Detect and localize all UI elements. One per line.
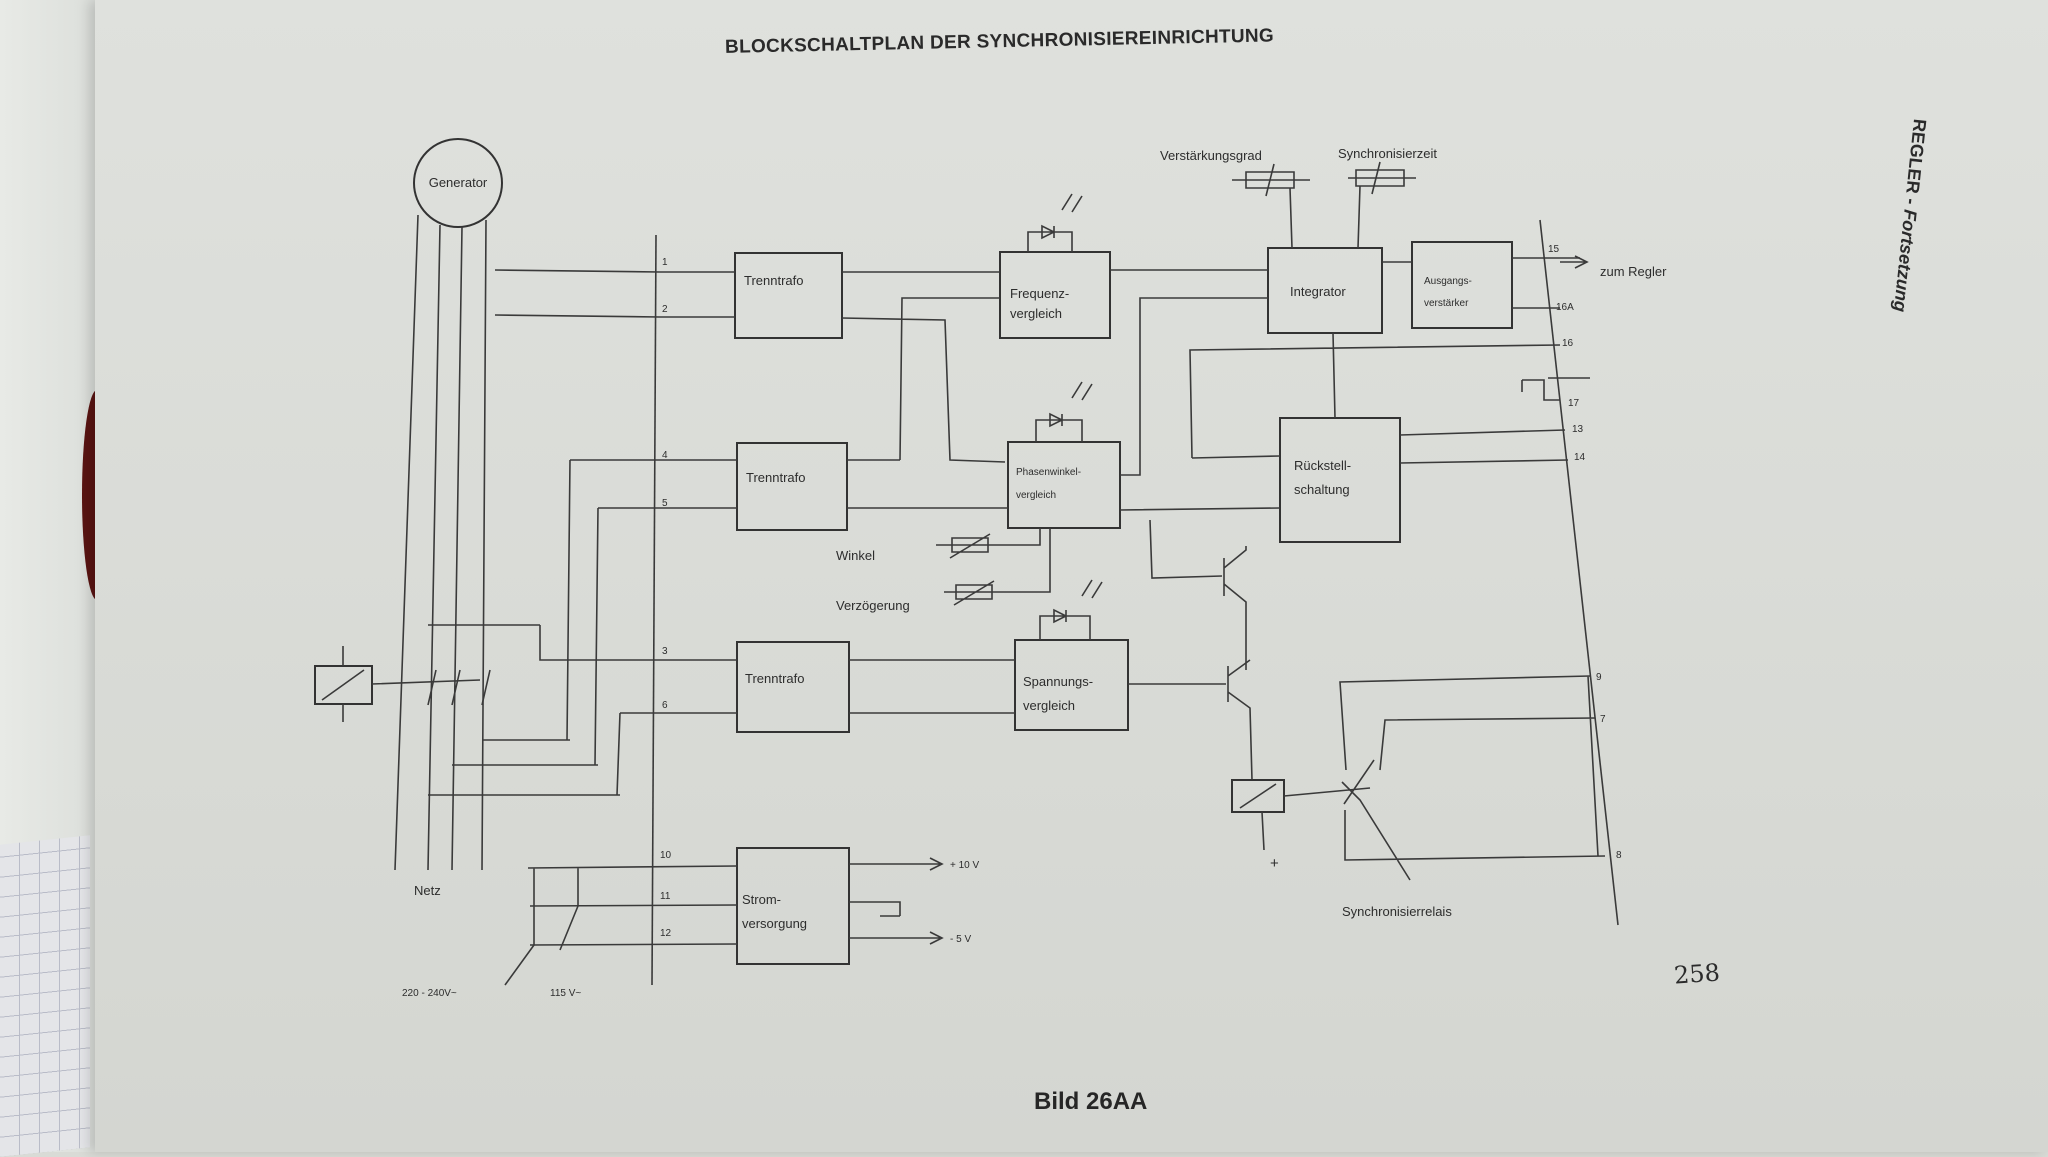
rueckstellschaltung-label-2: schaltung xyxy=(1294,482,1350,497)
plus-10v-label: + 10 V xyxy=(950,860,980,871)
trenntrafo-2-inputs xyxy=(566,459,737,766)
led-phasen xyxy=(1035,381,1093,442)
stromversorgung-label-1: Strom- xyxy=(742,892,781,907)
integrator-label: Integrator xyxy=(1290,284,1346,299)
terminal-10: 10 xyxy=(660,850,672,861)
document-page xyxy=(95,0,2048,1152)
terminal-r16a: 16A xyxy=(1556,302,1574,313)
terminal-r7: 7 xyxy=(1600,714,1606,725)
netz-relay-leads xyxy=(321,646,481,722)
verzoegerung-potentiometer xyxy=(944,528,1051,606)
minus-5v-label: - 5 V xyxy=(950,934,971,945)
supply-arrows xyxy=(504,905,579,986)
ausgangsverstaerker-label-2: verstärker xyxy=(1424,298,1469,309)
right-terminal-rail xyxy=(1539,219,1619,926)
ausgangsverstaerker-label-1: Ausgangs- xyxy=(1424,276,1472,287)
ausgangsverstaerker-block xyxy=(1411,241,1513,329)
trenntrafo-3-label: Trenntrafo xyxy=(745,671,805,686)
relay-contacts xyxy=(1283,675,1606,881)
synchronisierrelais-label: Synchronisierrelais xyxy=(1342,904,1452,919)
frequenzvergleich-block xyxy=(999,251,1111,339)
led-spannung xyxy=(1039,579,1103,640)
terminal-4: 4 xyxy=(662,450,668,461)
relay-coil-lead xyxy=(1239,783,1277,851)
frequenzvergleich-label-1: Frequenz- xyxy=(1010,286,1069,301)
supply-220-label: 220 - 240V~ xyxy=(402,988,457,999)
phasenwinkelvergleich-label-1: Phasenwinkel- xyxy=(1016,467,1081,478)
trenntrafo-1-block xyxy=(734,252,843,339)
generator-phase-lines xyxy=(394,214,487,871)
synchronisierzeit-potentiometer xyxy=(1348,161,1416,249)
terminal-2: 2 xyxy=(662,304,668,315)
netz-label: Netz xyxy=(414,883,441,898)
frequenzvergleich-inputs xyxy=(841,271,1006,463)
zum-regler-label: zum Regler xyxy=(1600,264,1667,279)
transistor-2 xyxy=(1128,659,1253,781)
trenntrafo-3-inputs xyxy=(539,625,737,796)
zum-regler-arrow xyxy=(1560,255,1589,269)
figure-caption: Bild 26AA xyxy=(1034,1088,1148,1115)
rueckstellschaltung-label-1: Rückstell- xyxy=(1294,458,1351,473)
terminal-5: 5 xyxy=(662,498,668,509)
trenntrafo-1-inputs xyxy=(660,271,735,318)
terminal-6: 6 xyxy=(662,700,668,711)
transistor-1 xyxy=(1149,519,1247,670)
supply-115-label: 115 V~ xyxy=(550,988,581,999)
terminal-r17: 17 xyxy=(1568,398,1580,409)
trenntrafo-2-label: Trenntrafo xyxy=(746,470,806,485)
verzoegerung-label: Verzögerung xyxy=(836,598,910,613)
terminal-3: 3 xyxy=(662,646,668,657)
terminal-12: 12 xyxy=(660,928,672,939)
phasenwinkel-inputs xyxy=(847,459,1008,509)
terminal-r13: 13 xyxy=(1572,424,1584,435)
netz-switch-contacts xyxy=(427,624,540,706)
stromversorgung-block xyxy=(736,847,850,965)
terminal-1: 1 xyxy=(662,257,668,268)
ausgangsverstaerker-lines xyxy=(1382,257,1580,309)
led-frequenz xyxy=(1027,193,1083,252)
spannungsvergleich-label-2: vergleich xyxy=(1023,698,1075,713)
integrator-inputs xyxy=(1110,269,1268,476)
verstaerkungsgrad-label: Verstärkungsgrad xyxy=(1160,148,1262,163)
terminal-r9: 9 xyxy=(1596,672,1602,683)
spannungsvergleich-block xyxy=(1014,639,1129,731)
trenntrafo-2-block xyxy=(736,442,848,531)
terminal-r15: 15 xyxy=(1548,244,1560,255)
synchronisierzeit-label: Synchronisierzeit xyxy=(1338,146,1437,161)
plus-label: + xyxy=(1270,855,1279,872)
trenntrafo-1-label: Trenntrafo xyxy=(744,273,804,288)
terminal-r8: 8 xyxy=(1616,850,1622,861)
reset-pushbutton xyxy=(1521,377,1590,401)
supply-output-lines xyxy=(849,857,944,945)
trenntrafo-3-block xyxy=(736,641,850,733)
generator-label: Generator xyxy=(429,175,488,190)
frequenzvergleich-label-2: vergleich xyxy=(1010,306,1062,321)
integrator-block xyxy=(1267,247,1383,334)
winkel-potentiometer xyxy=(936,528,1041,559)
winkel-label: Winkel xyxy=(836,548,875,563)
stromversorgung-label-2: versorgung xyxy=(742,916,807,931)
rueckstellschaltung-block xyxy=(1279,417,1401,543)
page-number: 258 xyxy=(1673,958,1721,990)
terminal-bus xyxy=(651,234,657,986)
terminal-r14: 14 xyxy=(1574,452,1586,463)
verstaerkungsgrad-potentiometer xyxy=(1232,163,1310,249)
spannungsvergleich-label-1: Spannungs- xyxy=(1023,674,1093,689)
phasenwinkelvergleich-label-2: vergleich xyxy=(1016,490,1056,501)
phasenwinkelvergleich-block xyxy=(1007,441,1121,529)
netz-feed-lines xyxy=(428,739,620,796)
terminal-r16: 16 xyxy=(1562,338,1574,349)
spannungsvergleich-inputs xyxy=(849,659,1015,714)
terminal-11: 11 xyxy=(660,891,671,902)
rueckstell-lines xyxy=(1119,332,1569,511)
generator-feed-lines xyxy=(494,269,661,318)
generator-symbol xyxy=(413,138,503,228)
supply-input-lines xyxy=(527,865,738,946)
